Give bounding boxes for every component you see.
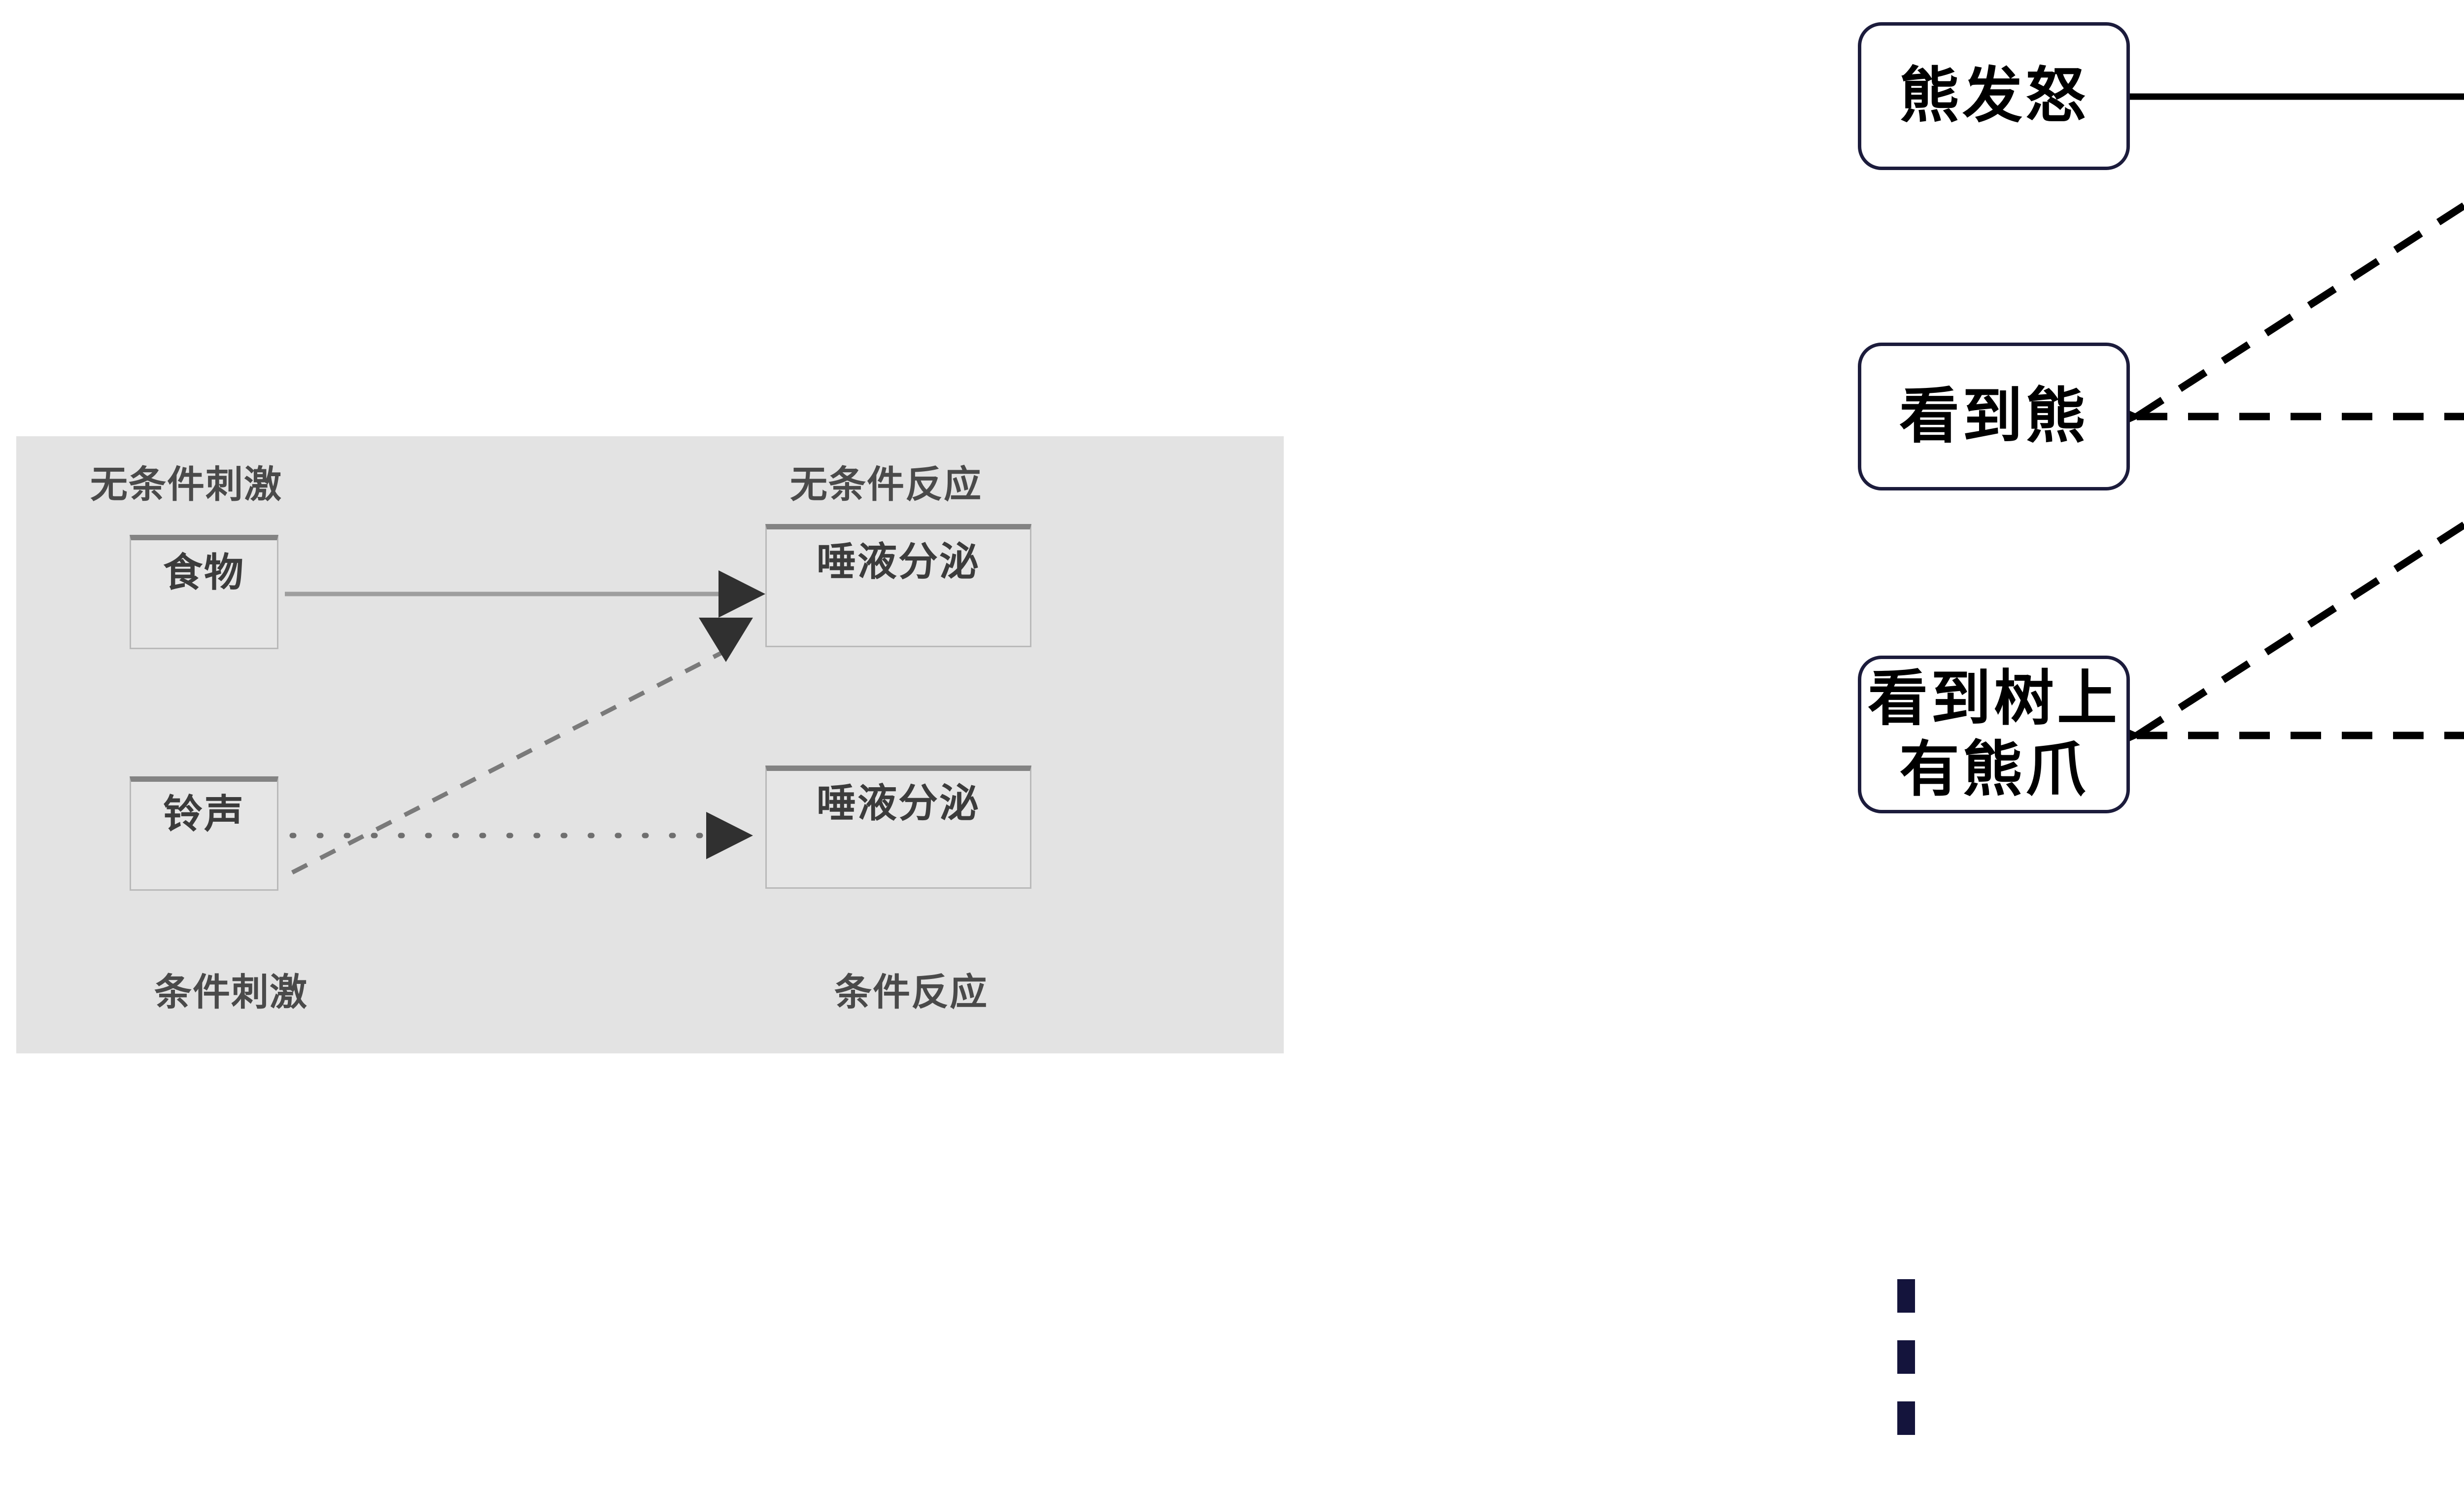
cc-box-food: 食物 — [130, 535, 278, 649]
node-see-bear-paw-line1: 看到树上 — [1868, 663, 2120, 734]
label-unconditioned-stimulus: 无条件刺激 — [90, 462, 282, 506]
node-see-bear-paw-line2: 有熊爪 — [1899, 734, 2088, 804]
node-see-bear-paw[interactable]: 看到树上 有熊爪 — [1858, 656, 2130, 813]
node-see-bear-label: 看到熊 — [1899, 381, 2088, 452]
label-conditioned-response: 条件反应 — [834, 970, 988, 1014]
node-see-bear[interactable]: 看到熊 — [1858, 343, 2130, 490]
cc-box-food-label: 食物 — [163, 550, 245, 595]
classical-conditioning-panel: 无条件刺激 无条件反应 条件刺激 条件反应 食物 铃声 唾液分泌 唾液分泌 — [16, 436, 1284, 1053]
td-learning-panel: 熊发怒 看到熊 看到树上 有熊爪 奖励 V(s′) V(s) — [1454, 0, 2464, 1499]
ellipsis-dot — [1897, 1401, 1915, 1435]
cc-box-bell-label: 铃声 — [163, 791, 245, 837]
cc-box-salivation-bottom-label: 唾液分泌 — [817, 780, 980, 826]
cc-box-bell: 铃声 — [130, 776, 278, 891]
node-bear-angry[interactable]: 熊发怒 — [1858, 22, 2130, 170]
node-bear-angry-label: 熊发怒 — [1899, 61, 2088, 131]
ellipsis-dot — [1897, 1340, 1915, 1374]
cc-box-salivation-top-label: 唾液分泌 — [817, 539, 980, 585]
label-unconditioned-response: 无条件反应 — [790, 462, 982, 506]
classical-conditioning-connectors — [285, 570, 765, 875]
ellipsis-dot — [1897, 1279, 1915, 1313]
cc-box-salivation-bottom: 唾液分泌 — [765, 766, 1031, 889]
td-connectors — [2091, 93, 2464, 759]
node-see-bear-paw-label: 看到树上 有熊爪 — [1868, 663, 2120, 805]
label-conditioned-stimulus: 条件刺激 — [154, 970, 308, 1014]
ellipsis-left-column — [1897, 1279, 1915, 1463]
cc-box-salivation-top: 唾液分泌 — [765, 524, 1031, 647]
